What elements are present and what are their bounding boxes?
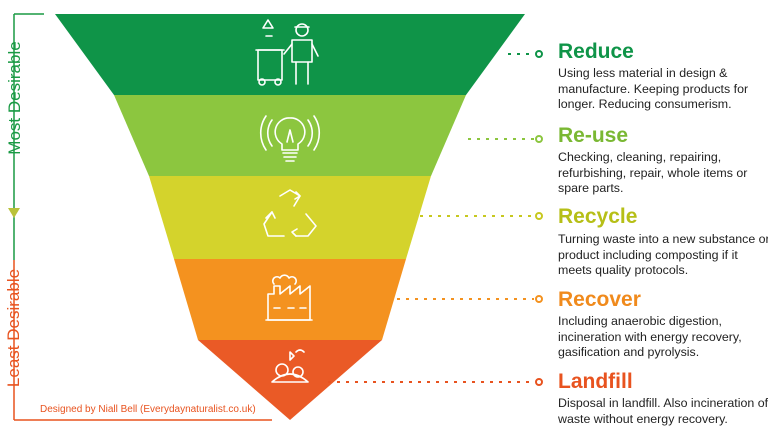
tier-title-recover: Recover	[558, 288, 641, 311]
tier-title-reuse: Re-use	[558, 124, 629, 147]
desirability-bracket	[8, 13, 272, 421]
least-desirable-label: Least Desirable	[4, 268, 23, 388]
tier-band-recycle	[149, 176, 431, 259]
tier-description-recover: Including anaerobic digestion, incinerat…	[558, 314, 742, 359]
tier-band-landfill	[198, 340, 382, 420]
tier-band-recover	[174, 259, 406, 340]
tier-band-reduce	[55, 14, 525, 95]
tier-description-reduce: Using less material in design & manufact…	[558, 66, 749, 111]
arrow-down-icon	[8, 208, 20, 218]
tier-title-landfill: Landfill	[558, 370, 633, 393]
most-desirable-label: Most Desirable	[5, 41, 24, 155]
pyramid	[55, 14, 525, 420]
connector-dots	[535, 50, 543, 386]
tier-description-recycle: Turning waste into a new substance or pr…	[558, 232, 768, 277]
tier-title-reduce: Reduce	[558, 40, 634, 63]
waste-pile-icon	[271, 349, 309, 383]
designer-credit: Designed by Niall Bell (Everydaynaturali…	[40, 404, 256, 415]
tier-title-recycle: Recycle	[558, 205, 638, 228]
lightbulb-icon	[259, 115, 321, 162]
tier-band-reuse	[114, 95, 466, 176]
recycling-worker-icon	[255, 19, 319, 86]
tier-description-reuse: Checking, cleaning, repairing, refurbish…	[558, 150, 748, 195]
tier-description-landfill: Disposal in landfill. Also incineration …	[558, 396, 768, 426]
recycle-icon	[263, 189, 317, 237]
connector-lines	[328, 53, 534, 383]
factory-icon	[265, 274, 313, 321]
